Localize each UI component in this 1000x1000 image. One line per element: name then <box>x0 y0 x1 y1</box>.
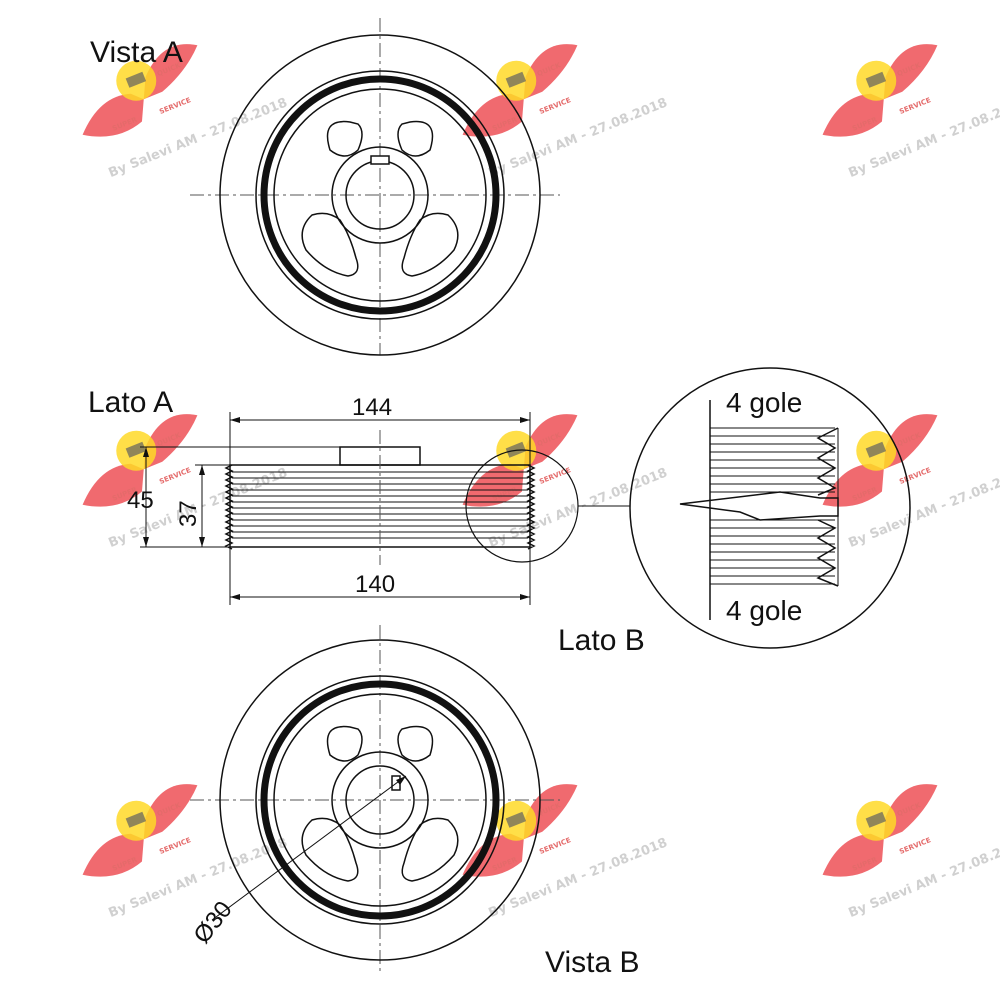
watermark-word: SERVICE <box>538 96 572 116</box>
watermark-word: SERVICE <box>538 836 572 856</box>
dimension-width-top: 144 <box>352 394 392 421</box>
watermark-word: SERVICE <box>538 466 572 486</box>
watermark-word: SERVICE <box>158 836 192 856</box>
dimension-height-inner: 37 <box>175 500 202 527</box>
lato-a-label: Lato A <box>88 386 173 419</box>
dimension-height-outer: 45 <box>127 487 154 514</box>
watermark-word: SERVICE <box>898 96 932 116</box>
vista-b-label: Vista B <box>545 946 640 979</box>
groove-count-bottom: 4 gole <box>726 595 802 626</box>
lato-a-view <box>140 412 630 605</box>
vista-b-view <box>190 625 560 975</box>
watermark-word: SERVICE <box>898 836 932 856</box>
watermark-word: SERVICE <box>158 96 192 116</box>
watermark-word: SERVICE <box>898 466 932 486</box>
lato-b-detail <box>629 367 911 649</box>
vista-a-label: Vista A <box>90 36 183 69</box>
dimension-bore-diameter: Ø30 <box>188 896 237 948</box>
lato-b-label: Lato B <box>558 624 645 657</box>
vista-a-view <box>190 18 560 356</box>
watermark-word: SERVICE <box>158 466 192 486</box>
groove-count-top: 4 gole <box>726 387 802 418</box>
dimension-width-bottom: 140 <box>355 571 395 598</box>
